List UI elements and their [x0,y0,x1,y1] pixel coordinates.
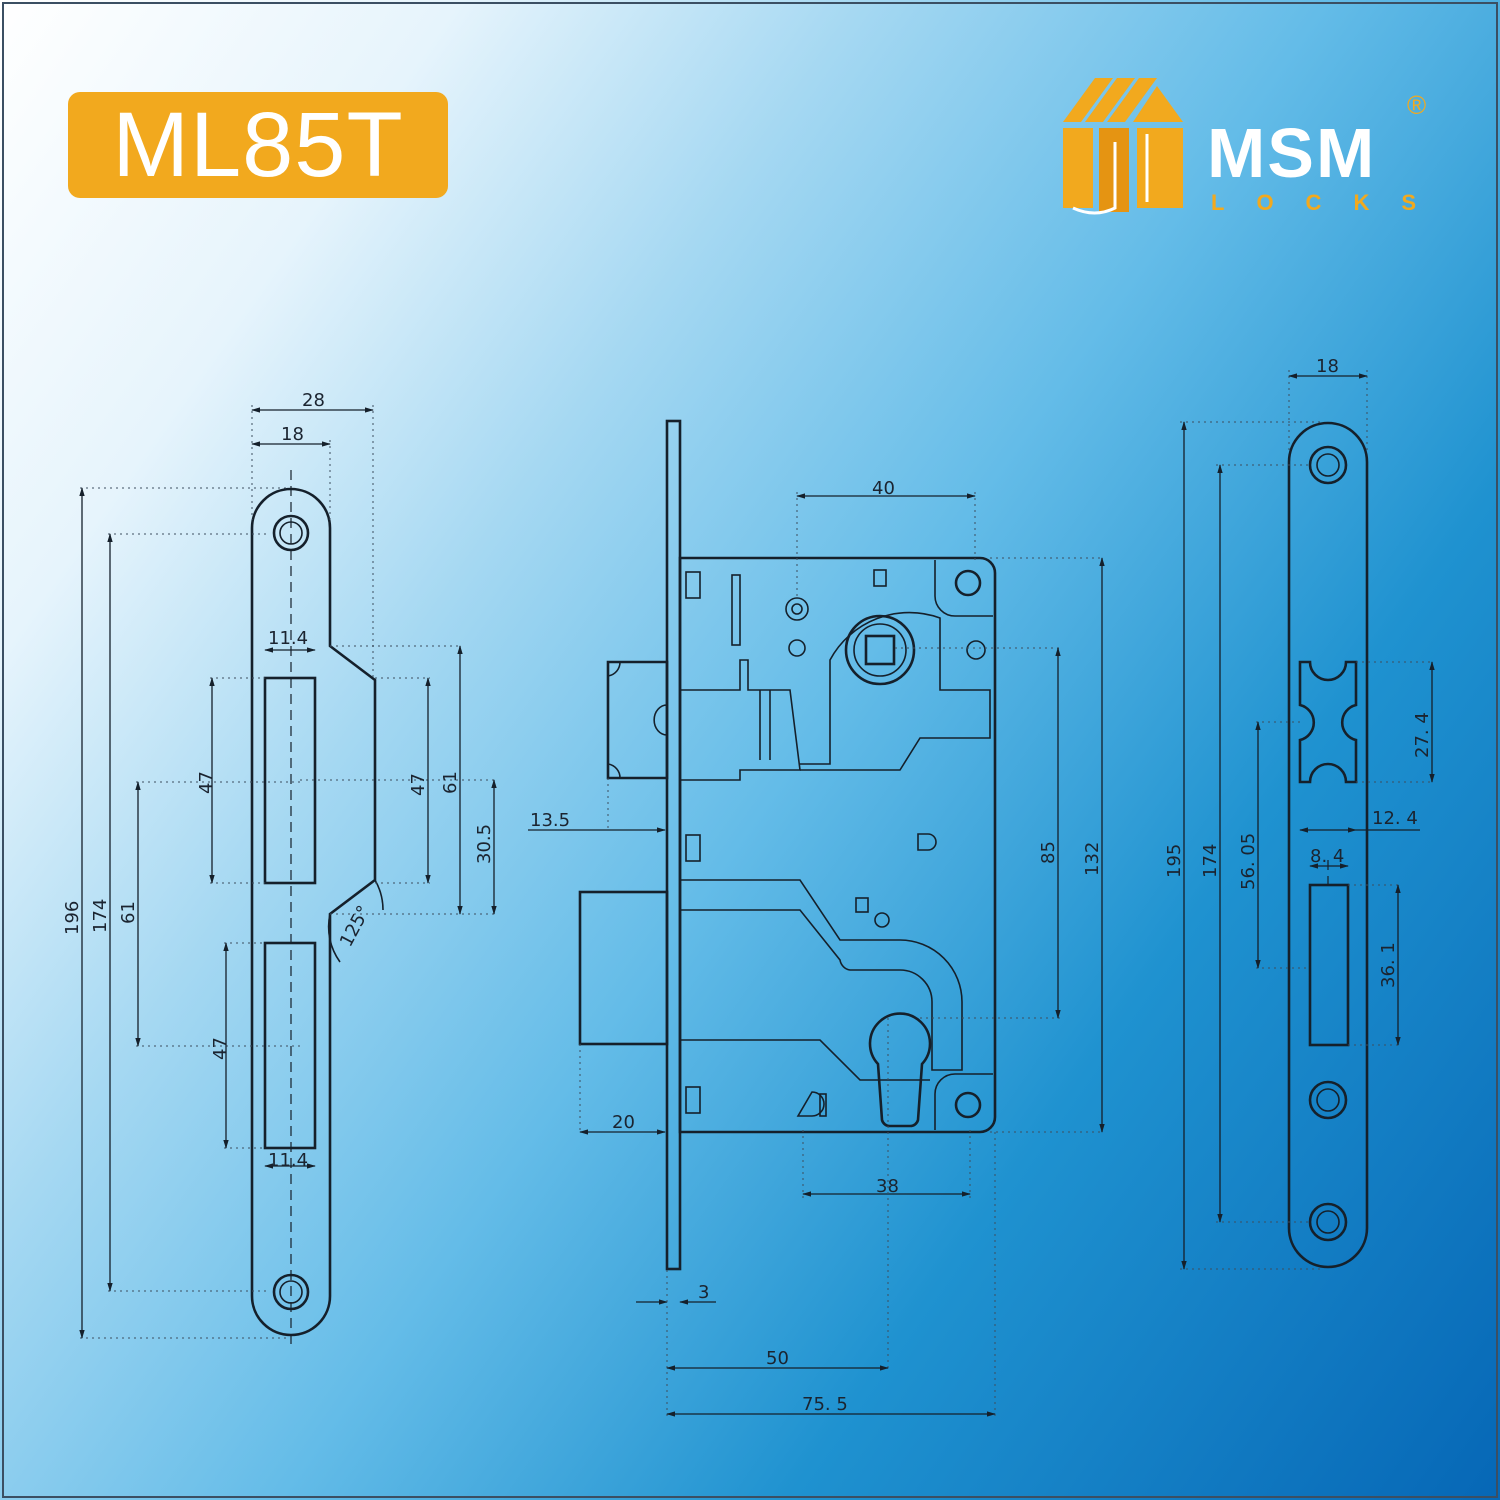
brand-subtitle: LOCKS [1211,190,1448,215]
angle-125: 125° [336,902,375,950]
dim-12-4: 12. 4 [1372,808,1418,829]
dim-195: 195 [1164,844,1185,878]
left-plate-dimensions [79,405,497,1339]
dim-61-left: 61 [118,901,139,924]
lock-body-labels: 40 13.5 20 85 132 38 3 50 75. 5 [530,478,1103,1415]
dim-28: 28 [302,390,325,411]
dim-11-4-top: 11.4 [268,628,308,649]
dim-61-tab: 61 [440,771,461,794]
right-faceplate [1287,421,1369,1269]
dim-11-4-bottom: 11.4 [268,1150,308,1171]
dim-18: 18 [281,424,304,445]
right-faceplate-dimensions [1180,370,1435,1270]
model-badge: ML85T [68,92,448,198]
dim-56-05: 56. 05 [1238,833,1259,890]
dim-50: 50 [766,1348,789,1369]
dim-132: 132 [1082,842,1103,876]
dim-85: 85 [1038,841,1059,864]
brand-logo: MSM LOCKS ® [1055,72,1445,222]
dim-174-right: 174 [1200,844,1221,878]
dim-47-top: 47 [196,771,217,794]
dim-196: 196 [62,901,83,935]
dim-40: 40 [872,478,895,499]
registered-mark: ® [1407,90,1427,120]
dim-20: 20 [612,1112,635,1133]
left-strike-plate [250,470,384,1350]
dim-47-tab: 47 [408,773,429,796]
dim-75-5: 75. 5 [802,1394,848,1415]
dim-3: 3 [698,1282,709,1303]
dim-30-5: 30.5 [474,824,495,864]
dim-47-bottom: 47 [210,1037,231,1060]
dim-13-5: 13.5 [530,810,570,831]
dim-8-4: 8. 4 [1310,846,1344,867]
right-faceplate-labels: 18 27. 4 12. 4 8. 4 36. 1 56. 05 174 195 [1164,356,1433,988]
model-name: ML85T [112,93,404,196]
left-plate-labels: 28 18 11.4 11.4 196 174 61 47 47 47 61 3… [62,390,495,1171]
lock-body [578,419,997,1271]
lock-body-dimensions [528,492,1105,1418]
dim-38: 38 [876,1176,899,1197]
dim-36-1: 36. 1 [1378,942,1399,988]
dim-18-right: 18 [1316,356,1339,377]
dim-174: 174 [90,899,111,933]
brand-name: MSM [1207,114,1377,192]
house-logo-icon [1063,78,1183,215]
dim-27-4: 27. 4 [1412,712,1433,758]
